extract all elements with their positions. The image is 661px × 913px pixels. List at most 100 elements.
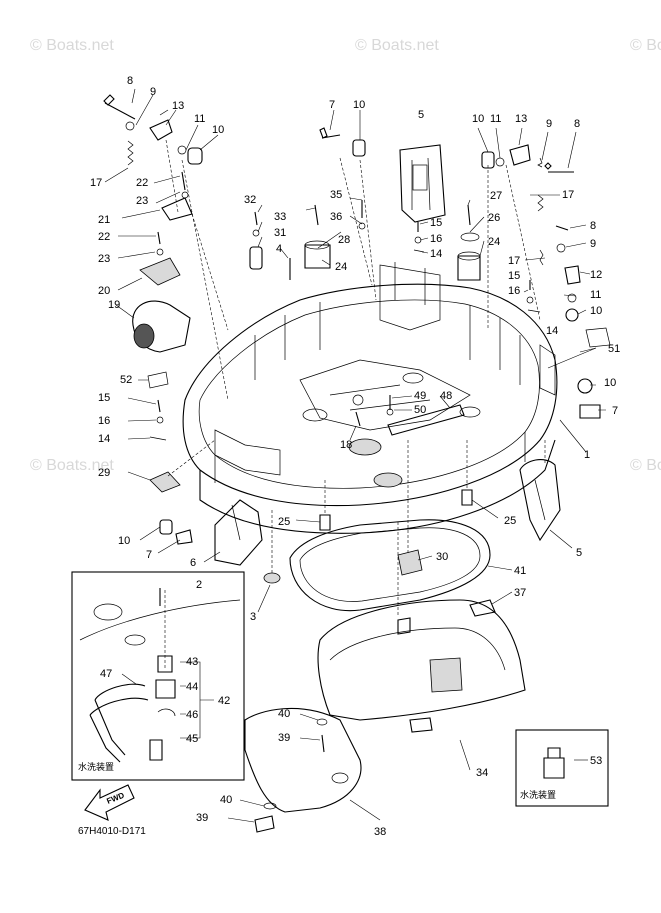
callout-label: 9 bbox=[590, 238, 596, 250]
callout-label: 23 bbox=[98, 253, 110, 265]
callout-label: 17 bbox=[90, 177, 102, 189]
callout-label: 1 bbox=[584, 449, 590, 461]
flush-kit-inset-2 bbox=[515, 729, 609, 807]
flush-kit-inset bbox=[71, 571, 245, 781]
callout-label: 16 bbox=[430, 233, 442, 245]
callout-label: 46 bbox=[186, 709, 198, 721]
callout-label: 7 bbox=[146, 549, 152, 561]
lower-cover bbox=[299, 520, 526, 771]
callout-label: 39 bbox=[278, 732, 290, 744]
callout-label: 23 bbox=[136, 195, 148, 207]
callout-label: 5 bbox=[418, 109, 424, 121]
callout-label: 28 bbox=[338, 234, 350, 246]
watermark: © Boats.net bbox=[30, 457, 114, 474]
callout-label: 8 bbox=[590, 220, 596, 232]
callout-label: 42 bbox=[218, 695, 230, 707]
callout-label: 5 bbox=[576, 547, 582, 559]
callout-label: 30 bbox=[436, 551, 448, 563]
callout-label: 27 bbox=[490, 190, 502, 202]
callout-label: 52 bbox=[120, 374, 132, 386]
callout-labels: 8 9 13 11 10 17 22 23 21 22 23 20 19 7 1… bbox=[78, 75, 620, 838]
callout-label: 48 bbox=[440, 390, 452, 402]
cowling-seal bbox=[289, 440, 513, 612]
callout-label: 12 bbox=[590, 269, 602, 281]
callout-label: 50 bbox=[414, 404, 426, 416]
callout-label: 35 bbox=[330, 189, 342, 201]
top-left-parts bbox=[103, 88, 229, 401]
inset2-caption: 水洗装置 bbox=[520, 789, 556, 801]
callout-label: 25 bbox=[504, 515, 516, 527]
fwd-arrow-icon: FWD bbox=[84, 784, 135, 821]
callout-label: 17 bbox=[562, 189, 574, 201]
callout-label: 13 bbox=[172, 100, 184, 112]
callout-label: 53 bbox=[590, 755, 602, 767]
callout-label: 19 bbox=[108, 299, 120, 311]
callout-label: 20 bbox=[98, 285, 110, 297]
callout-label: 11 bbox=[194, 113, 205, 125]
callout-label: 51 bbox=[608, 343, 620, 355]
callout-label: 10 bbox=[604, 377, 616, 389]
diagram-code: 67H4010-D171 bbox=[78, 826, 146, 837]
callout-label: 10 bbox=[472, 113, 484, 125]
watermark: © Boats.net bbox=[355, 37, 439, 54]
watermark: © Boats.net bbox=[630, 457, 661, 474]
bottom-cowling bbox=[182, 262, 558, 534]
right-latch bbox=[519, 440, 573, 549]
callout-label: 14 bbox=[98, 433, 110, 445]
callout-label: 44 bbox=[186, 681, 198, 693]
callout-label: 8 bbox=[127, 75, 133, 87]
lower-front-panel bbox=[227, 707, 433, 833]
callout-label: 21 bbox=[98, 214, 110, 226]
callout-label: 6 bbox=[190, 557, 196, 569]
callout-label: 13 bbox=[515, 113, 527, 125]
callout-label: 8 bbox=[574, 118, 580, 130]
callout-label: 39 bbox=[196, 812, 208, 824]
callout-label: 11 bbox=[490, 113, 501, 125]
callout-label: 45 bbox=[186, 733, 198, 745]
callout-label: 15 bbox=[508, 270, 520, 282]
middle-parts bbox=[349, 394, 465, 441]
callout-label: 4 bbox=[276, 243, 282, 255]
watermark-group: © Boats.net © Boats.net © Boats.net © Bo… bbox=[30, 37, 661, 474]
callout-label: 47 bbox=[100, 668, 112, 680]
callout-label: 9 bbox=[150, 86, 156, 98]
callout-label: 7 bbox=[612, 405, 618, 417]
callout-label: 34 bbox=[476, 767, 488, 779]
callout-label: 36 bbox=[330, 211, 342, 223]
callout-label: 24 bbox=[335, 261, 347, 273]
callout-label: 38 bbox=[374, 826, 386, 838]
callout-label: 49 bbox=[414, 390, 426, 402]
callout-label: 10 bbox=[212, 124, 224, 136]
callout-label: 18 bbox=[340, 439, 352, 451]
callout-label: 24 bbox=[488, 236, 500, 248]
callout-label: 43 bbox=[186, 656, 198, 668]
watermark: © Boats.net bbox=[30, 37, 114, 54]
callout-label: 37 bbox=[514, 587, 526, 599]
callout-label: 40 bbox=[220, 794, 232, 806]
callout-label: 31 bbox=[274, 227, 286, 239]
callout-label: 41 bbox=[514, 565, 526, 577]
callout-label: 17 bbox=[508, 255, 520, 267]
callout-label: 32 bbox=[244, 194, 256, 206]
inset-caption: 水洗装置 bbox=[78, 761, 114, 773]
callout-label: 22 bbox=[98, 231, 110, 243]
rear-bracket-upright bbox=[399, 144, 446, 223]
callout-label: 14 bbox=[546, 325, 558, 337]
callout-label: 10 bbox=[118, 535, 130, 547]
callout-label: 33 bbox=[274, 211, 286, 223]
callout-label: 14 bbox=[430, 248, 442, 260]
callout-label: 16 bbox=[508, 285, 520, 297]
callout-label: 10 bbox=[590, 305, 602, 317]
watermark: © Boats.net bbox=[630, 37, 661, 54]
top-right-parts bbox=[457, 127, 611, 419]
callout-label: 2 bbox=[196, 579, 202, 591]
callout-label: 10 bbox=[353, 99, 365, 111]
callout-label: 15 bbox=[430, 217, 442, 229]
top-middle-parts bbox=[249, 109, 429, 301]
callout-label: 9 bbox=[546, 118, 552, 130]
callout-label: 15 bbox=[98, 392, 110, 404]
callout-label: 16 bbox=[98, 415, 110, 427]
callout-label: 40 bbox=[278, 708, 290, 720]
callout-label: 26 bbox=[488, 212, 500, 224]
